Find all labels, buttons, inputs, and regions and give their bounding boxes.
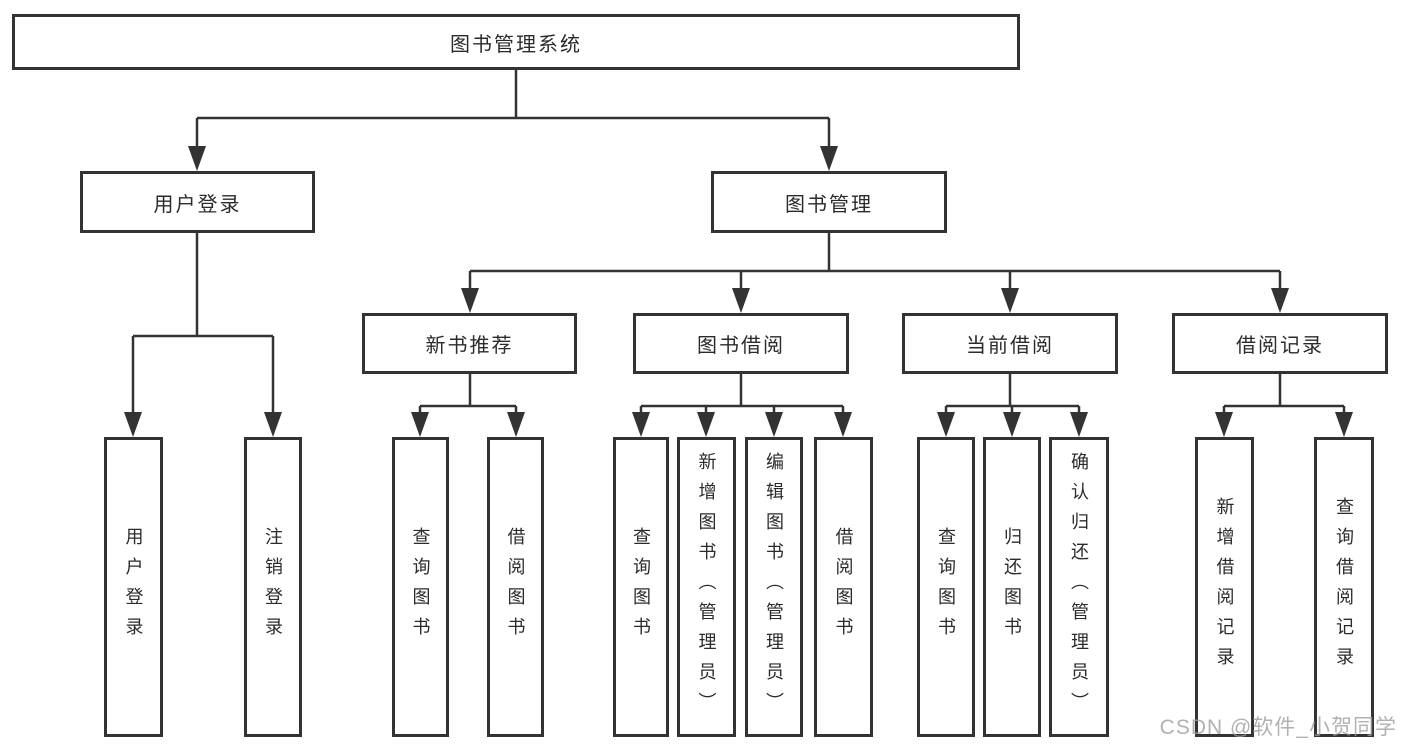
arrow-down-icon <box>411 412 429 437</box>
arrow-down-icon <box>1070 412 1088 437</box>
leaf-borrow-books: 借阅图书 <box>487 437 544 737</box>
arrow-down-icon <box>264 412 282 437</box>
leaf-confirm-return-admin: 确认归还（管理员） <box>1049 437 1109 737</box>
connector-line <box>131 233 275 414</box>
connector-line <box>639 374 845 415</box>
arrow-down-icon <box>124 412 142 437</box>
leaf-logout: 注销登录 <box>244 437 302 737</box>
connector-line <box>1222 374 1346 415</box>
leaf-add-books-admin: 新增图书（管理员） <box>677 437 736 737</box>
node-book-management-branch: 图书管理 <box>711 171 947 233</box>
leaf-query-borrow-record: 查询借阅记录 <box>1314 437 1374 737</box>
csdn-watermark: CSDN @软件_小贺同学 <box>1159 716 1397 739</box>
arrow-down-icon <box>1003 412 1021 437</box>
arrow-down-icon <box>188 146 206 171</box>
leaf-query-books: 查询图书 <box>917 437 975 737</box>
leaf-query-books: 查询图书 <box>613 437 669 737</box>
node-current-borrowing: 当前借阅 <box>902 313 1118 374</box>
connector-line <box>195 70 831 150</box>
arrow-down-icon <box>632 412 650 437</box>
arrow-down-icon <box>697 412 715 437</box>
leaf-add-borrow-record: 新增借阅记录 <box>1195 437 1254 737</box>
arrow-down-icon <box>461 288 479 313</box>
node-user-login-branch: 用户登录 <box>80 171 315 233</box>
node-book-borrowing: 图书借阅 <box>633 313 849 374</box>
arrow-down-icon <box>1335 412 1353 437</box>
leaf-edit-books-admin: 编辑图书（管理员） <box>745 437 803 737</box>
node-new-book-recommendation: 新书推荐 <box>362 313 577 374</box>
arrow-down-icon <box>507 412 525 437</box>
leaf-query-books: 查询图书 <box>392 437 449 737</box>
leaf-borrow-books: 借阅图书 <box>814 437 873 737</box>
leaf-return-books: 归还图书 <box>983 437 1041 737</box>
arrow-down-icon <box>1001 288 1019 313</box>
node-borrowing-records: 借阅记录 <box>1172 313 1388 374</box>
connector-line <box>418 374 518 415</box>
arrow-down-icon <box>765 412 783 437</box>
leaf-user-login: 用户登录 <box>104 437 163 737</box>
arrow-down-icon <box>820 146 838 171</box>
node-library-management-system: 图书管理系统 <box>12 14 1020 70</box>
arrow-down-icon <box>732 288 750 313</box>
connector-line <box>944 374 1081 415</box>
arrow-down-icon <box>1215 412 1233 437</box>
arrow-down-icon <box>1271 288 1289 313</box>
arrow-down-icon <box>937 412 955 437</box>
arrow-down-icon <box>834 412 852 437</box>
connector-line <box>468 233 1282 290</box>
